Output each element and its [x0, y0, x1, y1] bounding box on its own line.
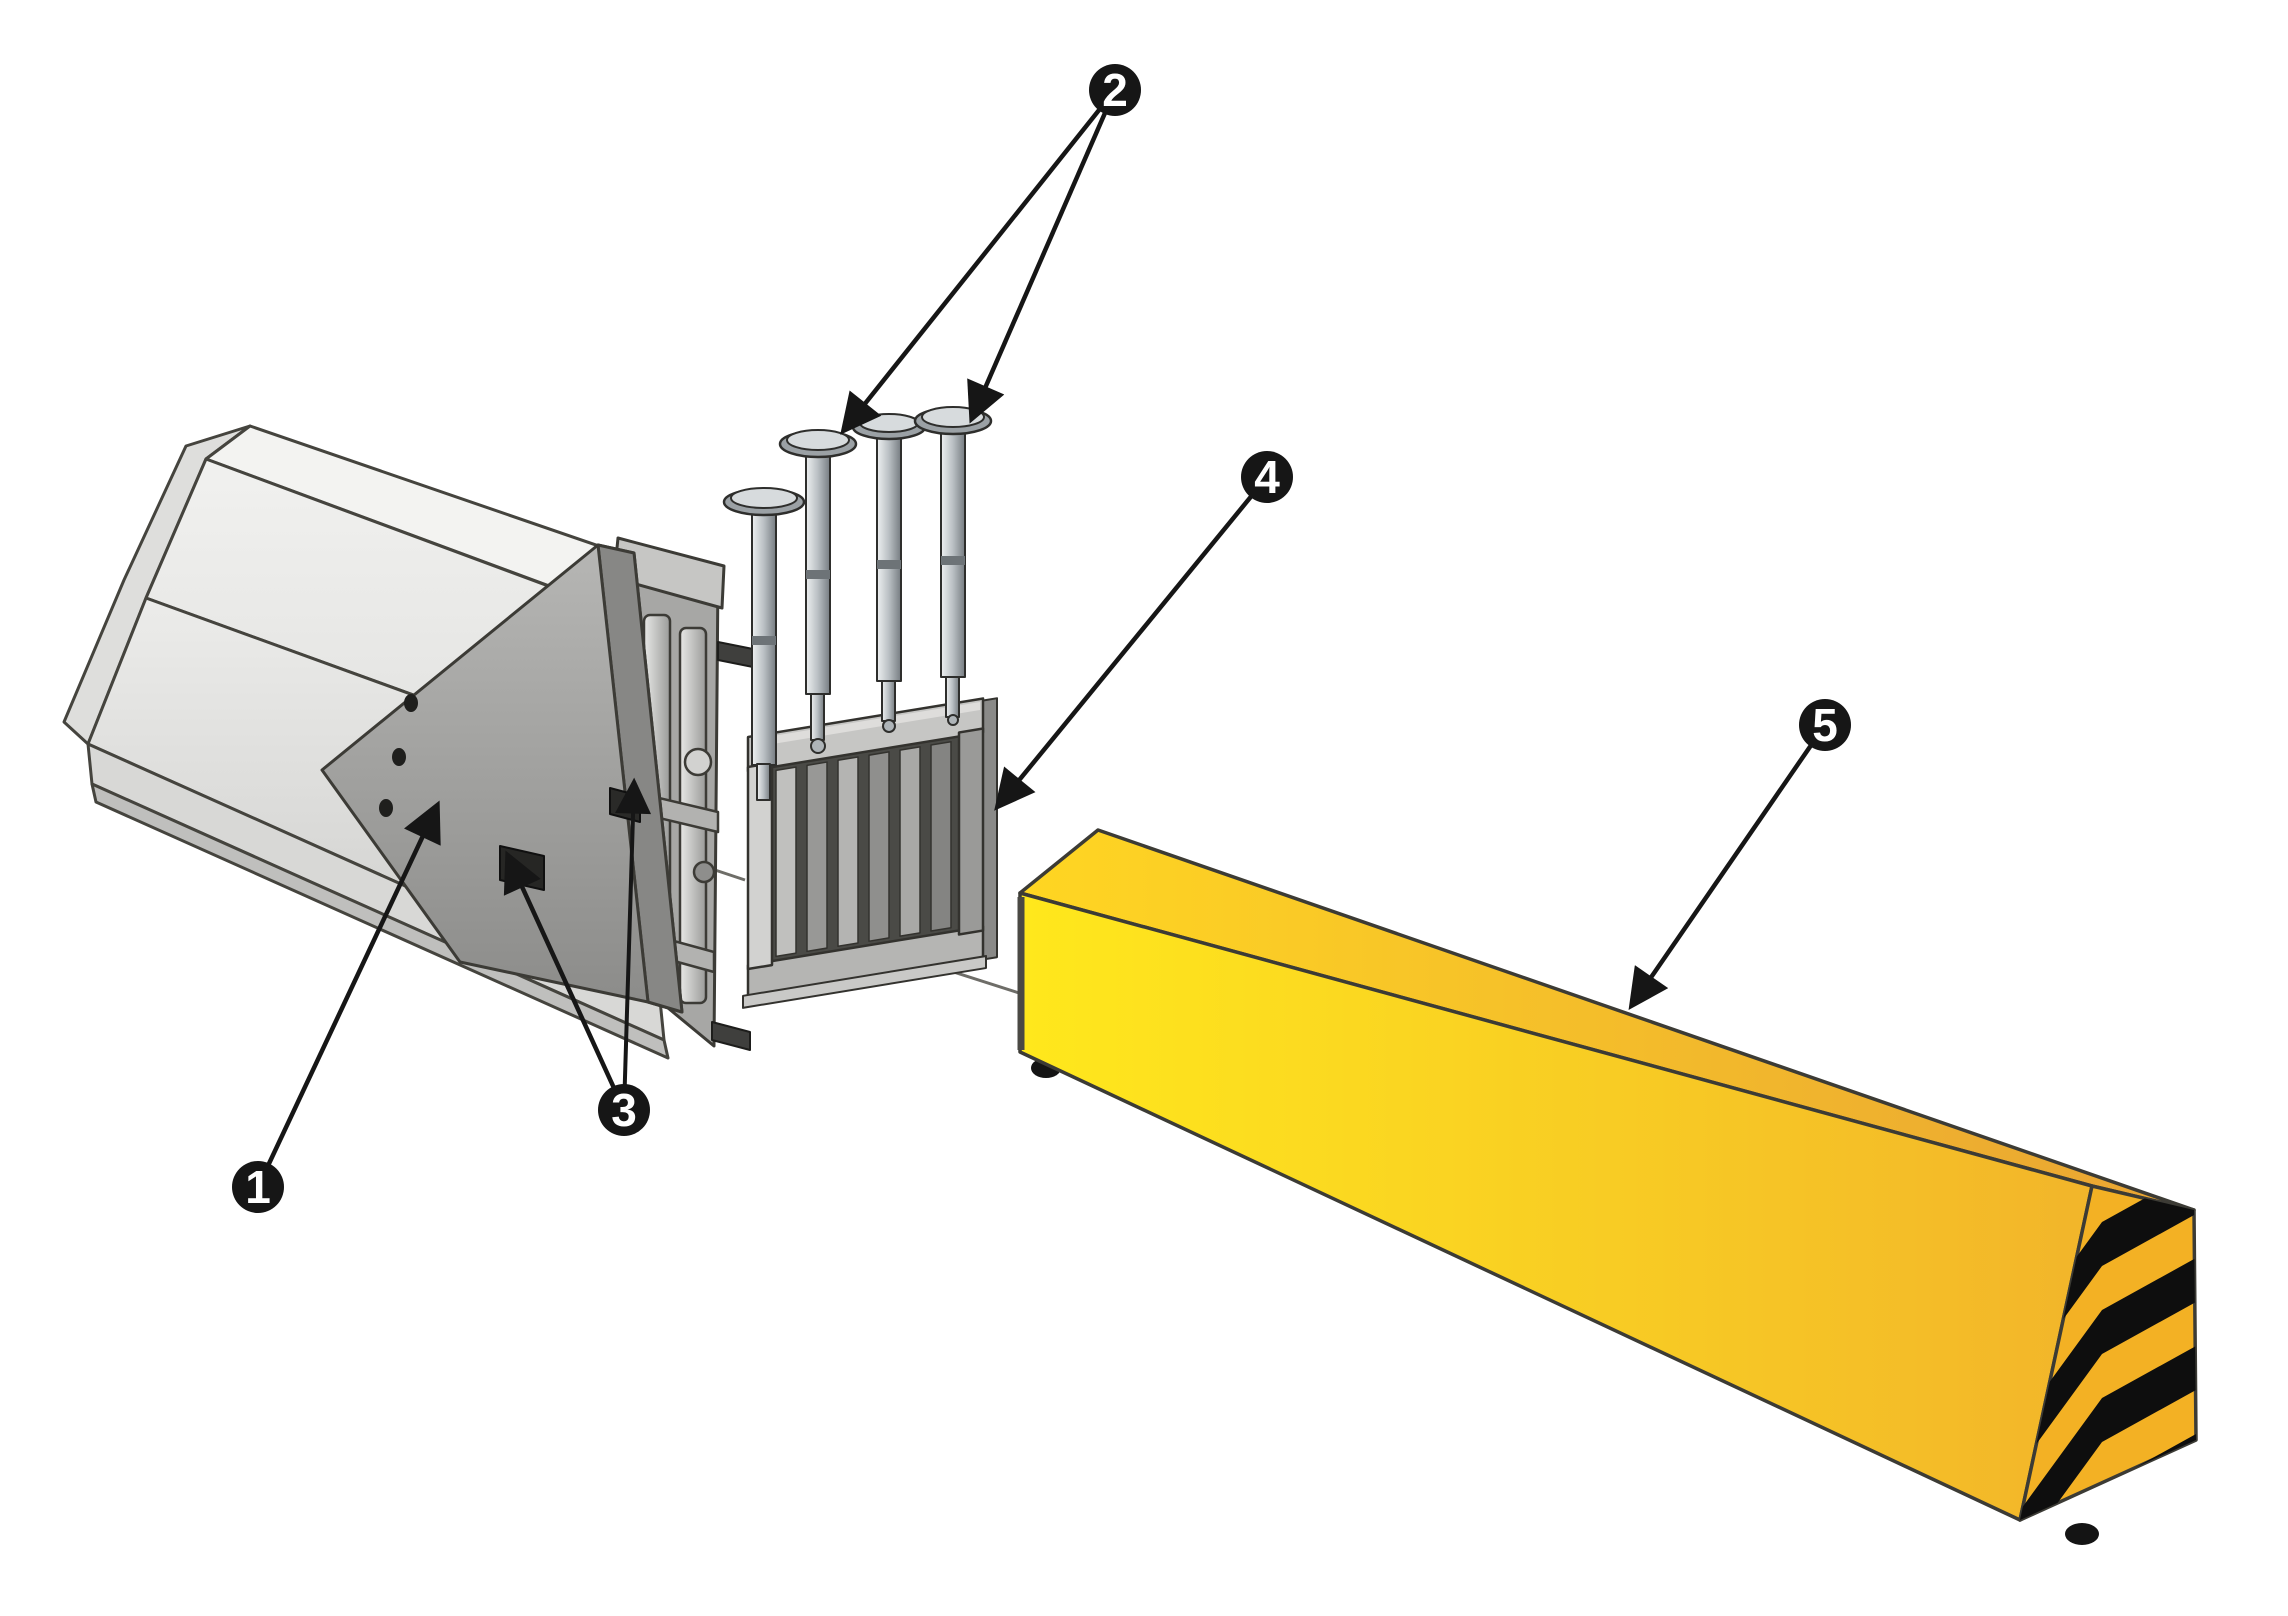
callout-2-circle: [1089, 64, 1141, 116]
pin-tip-ball: [810, 738, 826, 754]
cushion-foot: [2065, 1523, 2099, 1545]
pin-shaft: [876, 432, 902, 682]
callout-1-number: 1: [245, 1161, 271, 1213]
callout-5-circle: [1799, 699, 1851, 751]
cartridge-side-depth: [982, 697, 998, 961]
cartridge-slat: [837, 756, 859, 948]
callout-4-circle: [1241, 451, 1293, 503]
callout-3-circle: [598, 1084, 650, 1136]
leader-line-1: [255, 800, 441, 1188]
pin-collar-band: [752, 636, 776, 645]
crash-cushion: [1017, 828, 2198, 1545]
pin-tip-ball: [947, 714, 959, 726]
leader-line-5: [1628, 723, 1827, 1011]
callout-3-marker: 3: [598, 1084, 650, 1136]
callout-5-marker: 5: [1799, 699, 1851, 751]
chevron-stripe: [2020, 1186, 2196, 1384]
callout-1-marker: 1: [232, 1161, 284, 1213]
pin-head-top: [730, 487, 798, 509]
gusset-bolt-hole: [379, 799, 393, 817]
cartridge-right-column: [957, 727, 985, 936]
pin-collar-band: [806, 570, 830, 579]
callout-4-number: 4: [1254, 451, 1280, 503]
chevron-stripe: [2020, 1346, 2196, 1520]
pin-tip: [945, 676, 960, 718]
callout-2-marker: 2: [1089, 64, 1141, 116]
callout-4-marker: 4: [1241, 451, 1293, 503]
pin-shaft: [940, 426, 966, 678]
cartridge-slat: [899, 746, 921, 937]
cartridge-slat: [868, 751, 890, 942]
callout-2-number: 2: [1102, 64, 1128, 116]
gusset-bolt-hole: [404, 694, 418, 712]
anchor-pin-1: [722, 487, 806, 801]
pin-tip: [756, 763, 771, 801]
chevron-stripe: [2020, 1258, 2196, 1472]
leader-lines: [255, 88, 1827, 1188]
anchor-pin-3: [851, 413, 927, 733]
pin-collar-band: [877, 560, 901, 569]
frame-peg: [711, 1021, 751, 1051]
cartridge-slat: [806, 761, 828, 953]
pin-shaft: [751, 505, 777, 766]
support-cartridge: [742, 697, 998, 1009]
anchor-pin-2: [778, 429, 858, 754]
pin-collar-band: [941, 556, 965, 565]
callout-5-number: 5: [1812, 699, 1838, 751]
pin-head-top: [859, 413, 919, 433]
callout-1-circle: [232, 1161, 284, 1213]
pin-tip: [810, 693, 825, 741]
leader-line-2b: [967, 89, 1118, 424]
leader-line-3b: [615, 777, 652, 1111]
leader-line-4: [994, 475, 1269, 811]
frame-clevis-pin: [683, 747, 713, 777]
gusset-bolt-hole: [392, 748, 406, 766]
frame-clevis-pin: [692, 860, 716, 884]
pin-tip-ball: [882, 719, 896, 733]
cartridge-base-lip: [742, 955, 987, 1009]
cartridge-slat: [775, 766, 797, 958]
leader-line-2a: [840, 88, 1117, 435]
callout-3-number: 3: [611, 1084, 637, 1136]
cartridge-slat: [930, 740, 952, 932]
pin-tip: [881, 680, 896, 722]
leader-line-3a: [503, 850, 627, 1111]
cartridge-top-rail-highlight: [751, 702, 980, 748]
anchor-pin-4: [913, 406, 993, 726]
pin-head-top: [786, 429, 850, 451]
